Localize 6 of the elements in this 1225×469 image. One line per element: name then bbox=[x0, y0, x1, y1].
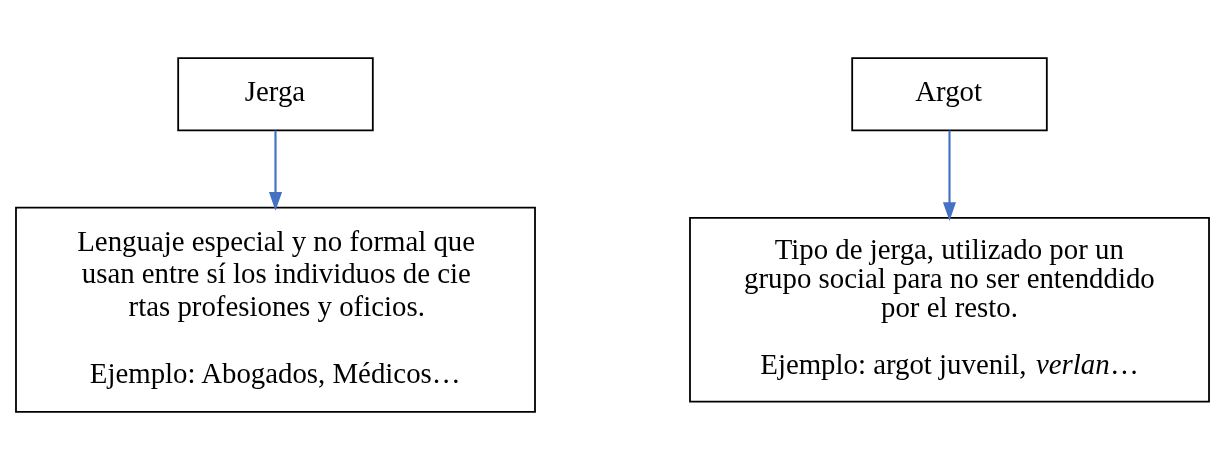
arrow bbox=[942, 130, 957, 221]
arrow bbox=[268, 130, 283, 211]
node-box: Jerga bbox=[177, 56, 374, 131]
node-box: Lenguaje especial y no formal que usan entre sí los individuos de cie rtas profesiones y oficios. Ejemplo: Abogados, Médicos… bbox=[15, 206, 536, 413]
node-box: Argot bbox=[851, 56, 1048, 131]
node-box: Tipo de jerga, utilizado por un grupo social para no ser entenddido por el resto. Ejemplo: argot juvenil, verlan… bbox=[689, 216, 1210, 403]
